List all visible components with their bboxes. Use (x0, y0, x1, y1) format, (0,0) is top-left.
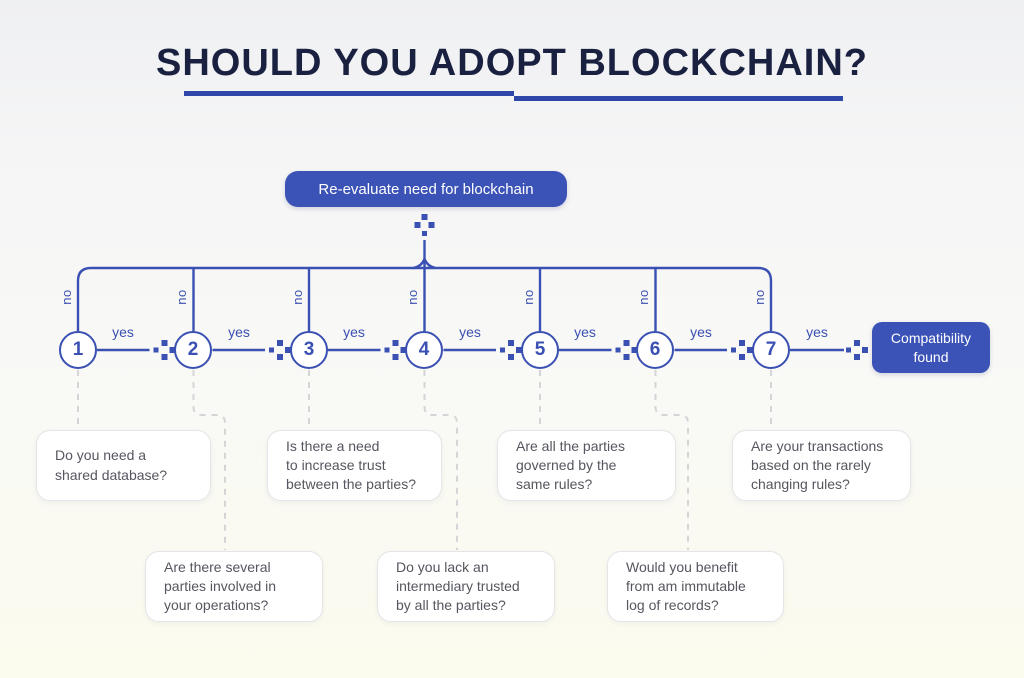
flow-node-4: 4 (405, 331, 443, 369)
title-underline-left (184, 91, 514, 96)
question-connectors (77, 370, 772, 550)
yes-label: yes (343, 324, 365, 340)
yes-label: yes (574, 324, 596, 340)
pixel-arrow-right-icon (384, 340, 407, 360)
no-label: no (520, 289, 536, 305)
no-label: no (289, 289, 305, 305)
question-card-6: Would you benefit from am immutable log … (607, 551, 784, 622)
question-card-7: Are your transactions based on the rarel… (732, 430, 911, 501)
question-card-5: Are all the parties governed by the same… (497, 430, 676, 501)
yes-label: yes (806, 324, 828, 340)
flow-node-7: 7 (752, 331, 790, 369)
yes-label: yes (690, 324, 712, 340)
question-card-1: Do you need a shared database? (36, 430, 211, 501)
flow-node-6: 6 (636, 331, 674, 369)
pixel-arrow-right-icon (269, 340, 291, 360)
reevaluate-box: Re-evaluate need for blockchain (285, 171, 567, 207)
flow-node-3: 3 (290, 331, 328, 369)
no-label: no (404, 289, 420, 305)
question-card-3: Is there a need to increase trust betwee… (267, 430, 442, 501)
flow-node-2: 2 (174, 331, 212, 369)
question-card-4: Do you lack an intermediary trusted by a… (377, 551, 555, 622)
pixel-arrow-right-icon (731, 340, 753, 360)
no-label: no (58, 289, 74, 305)
yes-label: yes (112, 324, 134, 340)
flow-node-1: 1 (59, 331, 97, 369)
no-label: no (635, 289, 651, 305)
pixel-arrow-right-icon (153, 340, 176, 360)
compatibility-found-box: Compatibility found (872, 322, 990, 373)
yes-label: yes (459, 324, 481, 340)
no-label: no (173, 289, 189, 305)
page-title: SHOULD YOU ADOPT BLOCKCHAIN? (156, 42, 868, 84)
yes-label: yes (228, 324, 250, 340)
pixel-arrow-up-icon (414, 214, 435, 236)
title-underline-right (514, 96, 843, 101)
question-card-2: Are there several parties involved in yo… (145, 551, 323, 622)
pixel-arrow-right-icon (846, 340, 868, 360)
flow-node-5: 5 (521, 331, 559, 369)
no-bus-line (76, 240, 773, 331)
pixel-arrow-right-icon (500, 340, 522, 360)
pixel-arrow-right-icon (615, 340, 638, 360)
no-label: no (751, 289, 767, 305)
